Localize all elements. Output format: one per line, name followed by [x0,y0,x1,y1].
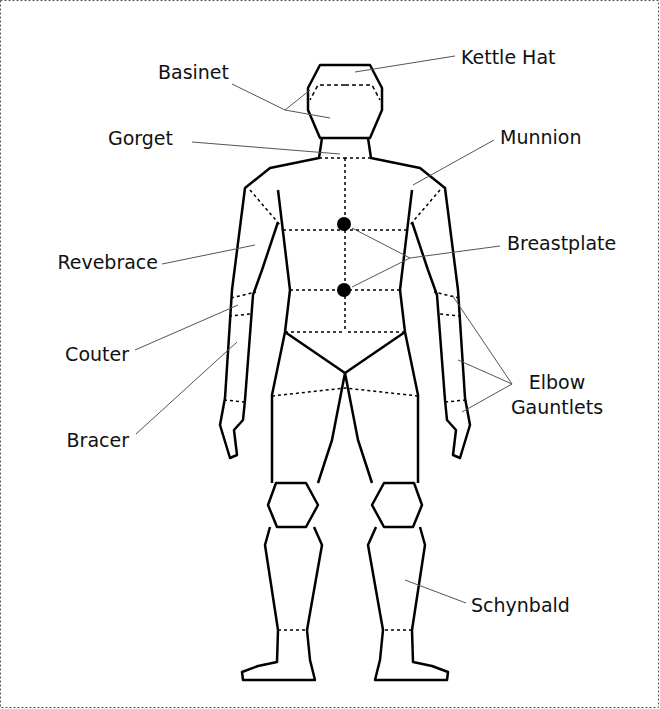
part-label: Kettle Hat [461,45,556,69]
part-label: Bracer [67,428,129,452]
part-label: Couter [65,342,129,366]
part-label: Munnion [500,125,581,149]
part-label: Schynbald [471,593,570,617]
part-label: Breastplate [507,231,616,255]
part-label: Basinet [158,60,229,84]
part-label: Revebrace [57,250,158,274]
part-label: Gorget [108,126,173,150]
part-label: Elbow Gauntlets [509,370,605,420]
